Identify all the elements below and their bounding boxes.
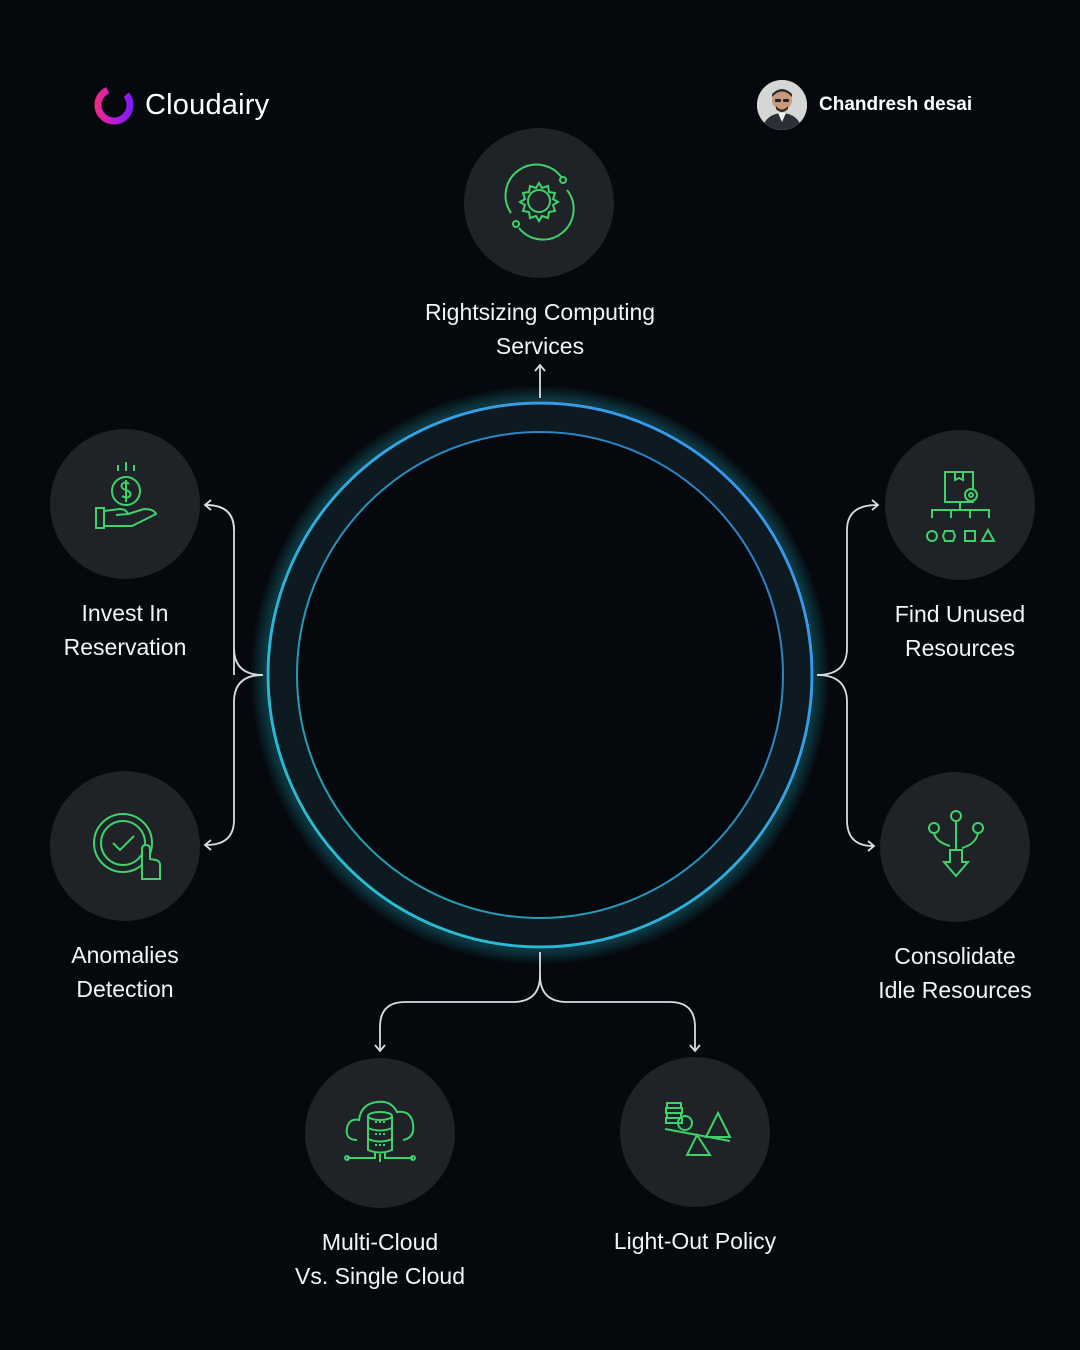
node-consolidate xyxy=(880,772,1030,922)
node-anomalies xyxy=(50,771,200,921)
connector-right xyxy=(816,499,880,676)
brand: Cloudairy xyxy=(93,84,269,126)
gear-cycle-icon xyxy=(504,163,575,241)
connector-left xyxy=(206,504,264,845)
check-touch-icon xyxy=(93,813,161,880)
node-unused xyxy=(885,430,1035,580)
node-invest xyxy=(50,429,200,579)
label-lightout: Light-Out Policy xyxy=(613,1228,777,1254)
hand-coin-icon xyxy=(95,462,158,529)
cloudairy-logo-icon xyxy=(94,85,134,125)
cloud-database-icon xyxy=(344,1100,416,1162)
author: Chandresh desai xyxy=(757,80,972,130)
node-lightout xyxy=(620,1057,770,1207)
brand-name: Cloudairy xyxy=(145,88,270,121)
connector-bottom-right xyxy=(539,974,701,1053)
node-multicloud xyxy=(305,1058,455,1208)
connector-left-top-arrow xyxy=(203,499,235,531)
node-rightsizing xyxy=(464,128,614,278)
merge-arrow-icon xyxy=(928,810,984,878)
connector-bottom-left xyxy=(374,952,541,1053)
balance-scale-icon xyxy=(664,1102,732,1156)
author-name: Chandresh desai xyxy=(819,94,973,115)
box-hierarchy-icon xyxy=(926,471,996,542)
connector-right-bottom xyxy=(816,674,876,852)
central-ring xyxy=(250,385,830,965)
author-avatar xyxy=(757,80,807,130)
